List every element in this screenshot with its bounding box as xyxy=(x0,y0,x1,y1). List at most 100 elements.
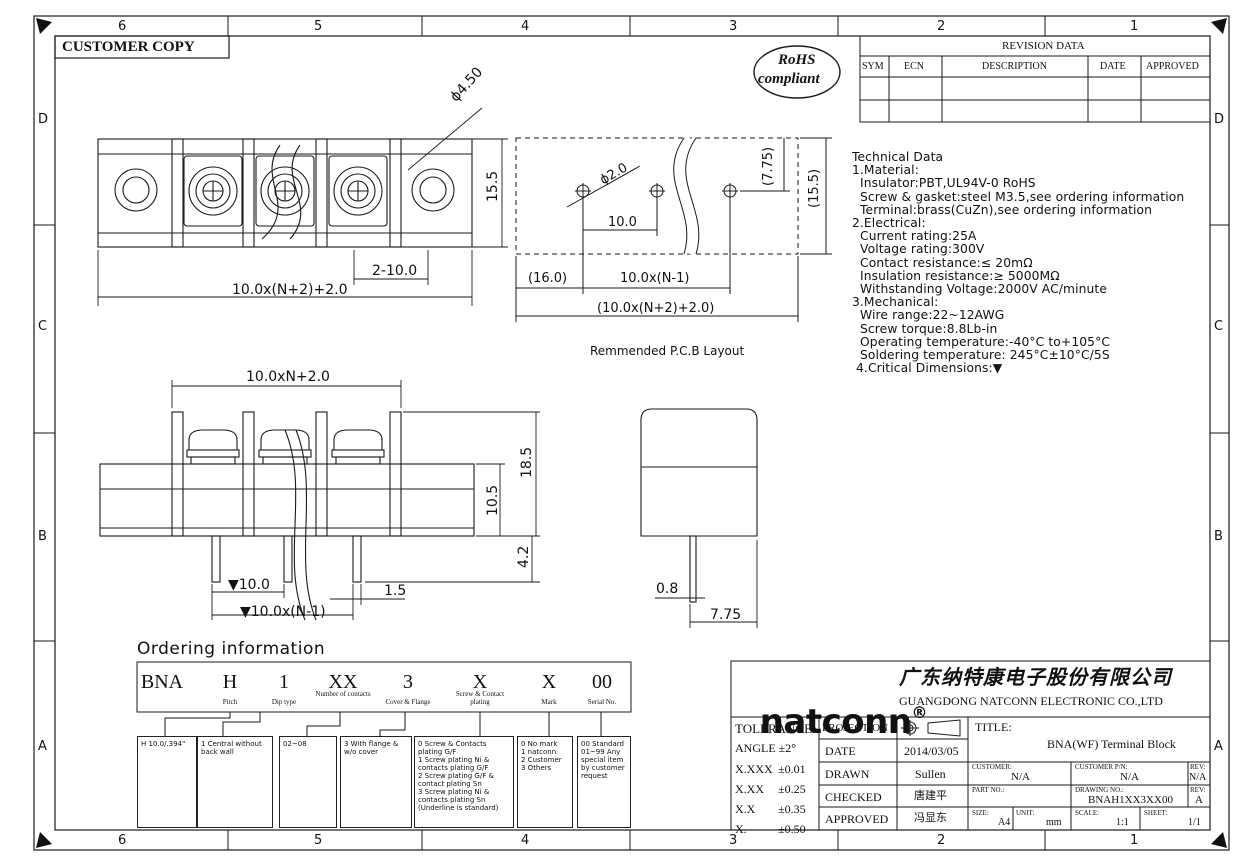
tech-line: Current rating:25A xyxy=(852,229,977,244)
ordering-code: X xyxy=(472,671,488,693)
col-label-5-bottom: 5 xyxy=(314,833,323,848)
row-label-a-right: A xyxy=(1214,739,1223,754)
row-label-d-left: D xyxy=(38,112,49,127)
front-screw-head xyxy=(258,429,312,465)
dim-front-pin-width: 1.5 xyxy=(384,583,407,599)
title-block xyxy=(730,660,1211,831)
dim-pcb-total: (10.0x(N+2)+2.0) xyxy=(597,301,715,316)
ordering-code-label: Dip type xyxy=(271,698,297,706)
ordering-code: 3 xyxy=(403,671,413,693)
pcb-layout xyxy=(515,135,832,322)
tech-line: Withstanding Voltage:2000V AC/minute xyxy=(852,282,1108,297)
tech-line: Soldering temperature: 245°C±10°C/5S xyxy=(852,348,1110,363)
approved-value: 冯显东 xyxy=(914,812,947,824)
ordering-code: XX xyxy=(328,671,358,693)
scale-label: SCALE: xyxy=(1075,809,1100,817)
ordering-code: BNA xyxy=(140,671,184,693)
size-value: A4 xyxy=(998,817,1011,828)
tech-line: Insulator:PBT,UL94V-0 RoHS xyxy=(852,176,1036,191)
ordering-option-box: H 10.0/.394" xyxy=(137,736,197,828)
dim-front-pin-length: 4.2 xyxy=(516,545,532,568)
tech-line: Operating temperature:-40°C to+105°C xyxy=(852,334,1111,349)
tolerance-value: ±0.50 xyxy=(778,822,806,836)
revision-header-sym: SYM xyxy=(862,61,884,72)
tech-line: Screw & gasket:steel M3.5,see ordering i… xyxy=(852,189,1185,204)
date-label: DATE xyxy=(825,744,856,758)
tolerance-value: ±0.01 xyxy=(778,762,806,776)
tech-line: 1.Material: xyxy=(852,163,919,178)
row-label-b-left: B xyxy=(38,529,47,544)
dim-front-height: 18.5 xyxy=(519,446,535,478)
front-view xyxy=(99,411,475,621)
ordering-title: Ordering information xyxy=(137,639,326,659)
ordering-diagram xyxy=(136,661,632,736)
brand-logo: natconn® xyxy=(737,671,928,740)
sheet-value: 1/1 xyxy=(1188,817,1201,828)
approved-label: APPROVED xyxy=(825,812,889,826)
customer-pn-label: CUSTOMER P/N: xyxy=(1075,763,1128,771)
dim-side-offset: 7.75 xyxy=(710,607,742,623)
revision-header-ecn: ECN xyxy=(904,61,924,72)
rohs-label: RoHS xyxy=(778,52,816,68)
company-name-en: GUANGDONG NATCONN ELECTRONIC CO.,LTD xyxy=(899,694,1163,708)
dim-side-pin-thickness: 0.8 xyxy=(656,581,679,597)
part-no-label: PART NO.: xyxy=(972,786,1005,794)
col-label-3-top: 3 xyxy=(729,19,738,34)
top-screw xyxy=(183,155,243,227)
customer-value: N/A xyxy=(1011,771,1030,783)
dim-top-total: 10.0x(N+2)+2.0 xyxy=(232,282,348,298)
dim-front-span: ▼10.0x(N-1) xyxy=(240,604,326,620)
col-label-4-bottom: 4 xyxy=(521,833,530,848)
col-label-1-bottom: 1 xyxy=(1130,833,1139,848)
ordering-code-label: Mark xyxy=(541,698,557,706)
drawing-no-label: DRAWING NO.: xyxy=(1075,786,1124,794)
dim-front-pitch: ▼10.0 xyxy=(228,577,270,593)
tolerance-label: TOLERANCE: xyxy=(735,721,816,736)
rev-label-1: REV: xyxy=(1190,763,1206,771)
side-view xyxy=(640,408,758,603)
rohs-ellipse xyxy=(753,45,841,99)
ordering-code-label: Serial No. xyxy=(587,698,617,706)
revision-header-description: DESCRIPTION xyxy=(982,61,1048,72)
revision-header-approved: APPROVED xyxy=(1146,61,1199,72)
rohs-compliant-label: compliant xyxy=(758,71,820,87)
dim-pcb-half-height: (7.75) xyxy=(761,146,776,186)
corner-arrows xyxy=(36,18,1227,848)
col-label-2-top: 2 xyxy=(937,19,946,34)
tolerance-key: X. xyxy=(735,822,747,836)
row-label-b-right: B xyxy=(1214,529,1223,544)
ordering-code-label: Cover & Flange xyxy=(385,698,431,706)
angle-tolerance: ANGLE ±2° xyxy=(735,741,797,755)
ordering-option-box: 1 Central without back wall xyxy=(197,736,273,828)
ordering-code: 00 xyxy=(592,671,612,693)
dim-pcb-pitch: 10.0 xyxy=(608,215,637,230)
ordering-option-box: 02~08 xyxy=(279,736,337,828)
tech-line: Wire range:22~12AWG xyxy=(852,308,1005,323)
tolerance-value: ±0.25 xyxy=(778,782,806,796)
tech-line: Technical Data xyxy=(852,150,944,164)
tech-line: 4.Critical Dimensions:▼ xyxy=(852,361,1003,376)
date-value: 2014/03/05 xyxy=(904,744,959,758)
ordering-code-label: Number of contacts xyxy=(315,690,371,698)
outer-border xyxy=(33,15,1230,851)
checked-value: 唐建平 xyxy=(914,790,947,802)
rev-label-2: REV: xyxy=(1190,786,1206,794)
ordering-code: X xyxy=(541,671,557,693)
drawing-no-value: BNAH1XX3XX00 xyxy=(1088,794,1173,806)
col-label-3-bottom: 3 xyxy=(729,833,738,848)
ordering-code-label: Screw & Contact plating xyxy=(455,690,505,706)
front-screw-head xyxy=(186,429,240,465)
pcb-caption: Remmended P.C.B Layout xyxy=(590,344,745,358)
col-label-6-bottom: 6 xyxy=(118,833,127,848)
col-label-2-bottom: 2 xyxy=(937,833,946,848)
customer-pn-value: N/A xyxy=(1120,771,1139,783)
dim-top-pitch: 2-10.0 xyxy=(372,263,418,279)
row-label-a-left: A xyxy=(38,739,47,754)
col-label-6-top: 6 xyxy=(118,19,127,34)
scale-value: 1:1 xyxy=(1116,817,1129,828)
tech-line: Insulation resistance:≥ 5000MΩ xyxy=(852,268,1060,283)
